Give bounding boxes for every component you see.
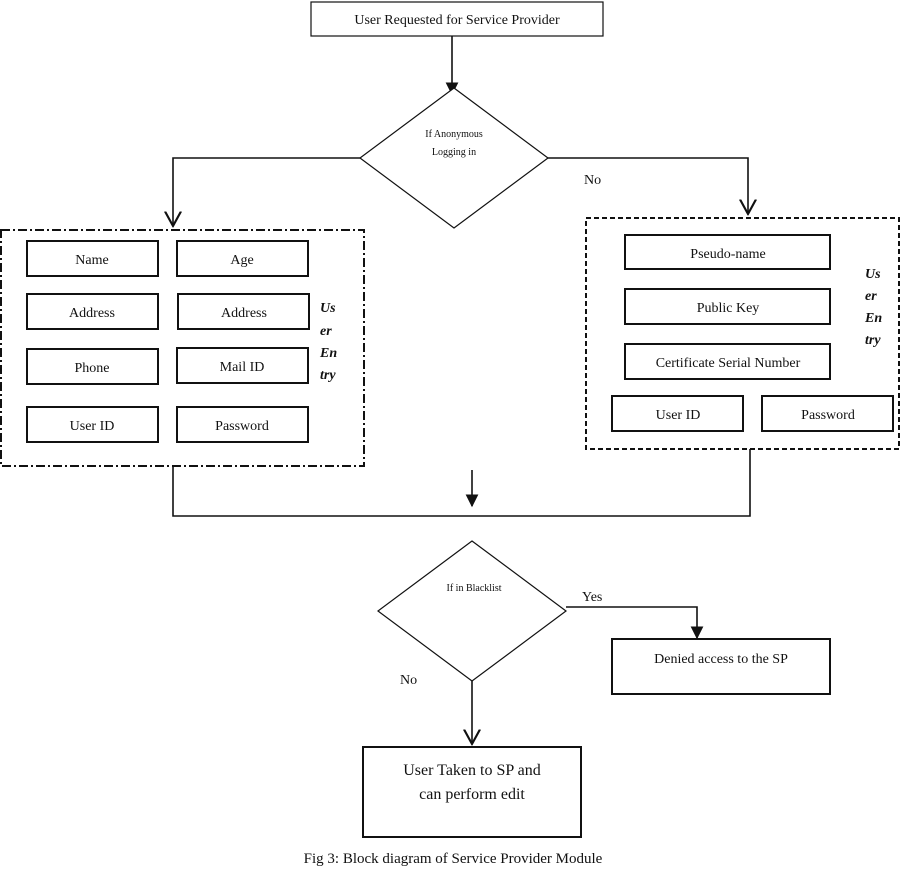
field-public-key-label: Public Key [697, 301, 760, 316]
field-right-user-id-box [611, 395, 744, 432]
user-entry-right-side-1: Us [865, 267, 881, 282]
decision-blacklist-yes-label: Yes [582, 590, 602, 605]
field-name-label: Name [75, 253, 108, 268]
user-entry-right-side-2: er [865, 289, 877, 304]
field-password-label: Password [215, 419, 269, 434]
field-pseudo-name-box [624, 234, 831, 270]
field-right-user-id-label: User ID [656, 408, 701, 423]
user-entry-left-group: Name Age Address Address Phone Mail ID U… [0, 229, 365, 467]
user-entry-left-side-3: En [319, 346, 337, 361]
end-box: User Taken to SP and can perform edit [362, 746, 582, 838]
denied-label: Denied access to the SP [654, 652, 788, 667]
field-phone-label: Phone [75, 361, 110, 376]
user-entry-right-group: Pseudo-name Public Key Certificate Seria… [585, 217, 900, 450]
field-mail-id-box [176, 347, 309, 384]
end-label-line2: can perform edit [419, 786, 525, 803]
decision-blacklist-label: If in Blacklist [447, 583, 502, 594]
field-right-password-box [761, 395, 894, 432]
user-entry-left-side-1: Us [320, 301, 336, 316]
field-user-id-label: User ID [70, 419, 115, 434]
denied-box: Denied access to the SP [611, 638, 831, 695]
field-public-key-box [624, 288, 831, 325]
user-entry-right-side-4: try [865, 333, 881, 348]
decision-blacklist: If in Blacklist [376, 540, 568, 682]
user-entry-right-side-3: En [864, 311, 882, 326]
start-box: User Requested for Service Provider [310, 1, 604, 37]
field-address-2-label: Address [221, 306, 267, 321]
field-certificate-label: Certificate Serial Number [656, 356, 801, 371]
field-pseudo-name-label: Pseudo-name [690, 247, 765, 262]
field-name-box [26, 240, 159, 277]
start-label: User Requested for Service Provider [354, 13, 560, 28]
field-address-label: Address [69, 306, 115, 321]
field-address-2-box [177, 293, 310, 330]
field-age-box [176, 240, 309, 277]
field-mail-id-label: Mail ID [220, 360, 265, 375]
merge-connector [172, 449, 751, 517]
user-entry-left-side-4: try [320, 368, 336, 383]
field-user-id-box [26, 406, 159, 443]
arrow-blacklist-yes [566, 606, 704, 640]
decision-anonymous-no-label: No [584, 173, 601, 188]
arrow-decision-to-right-entry [548, 157, 748, 214]
field-phone-box [26, 348, 159, 385]
field-right-password-label: Password [801, 408, 855, 423]
user-entry-left-side-2: er [320, 324, 332, 339]
field-certificate-box [624, 343, 831, 380]
decision-blacklist-no-label: No [400, 673, 417, 688]
field-password-box [176, 406, 309, 443]
arrow-decision-to-left-entry [173, 157, 360, 226]
field-age-label: Age [230, 253, 253, 268]
end-label-line1: User Taken to SP and [403, 762, 541, 779]
decision-anonymous-line2: Logging in [432, 147, 476, 158]
figure-caption: Fig 3: Block diagram of Service Provider… [304, 851, 603, 867]
decision-anonymous: If Anonymous Logging in [358, 87, 550, 229]
decision-anonymous-line1: If Anonymous [425, 129, 483, 140]
field-address-box [26, 293, 159, 330]
